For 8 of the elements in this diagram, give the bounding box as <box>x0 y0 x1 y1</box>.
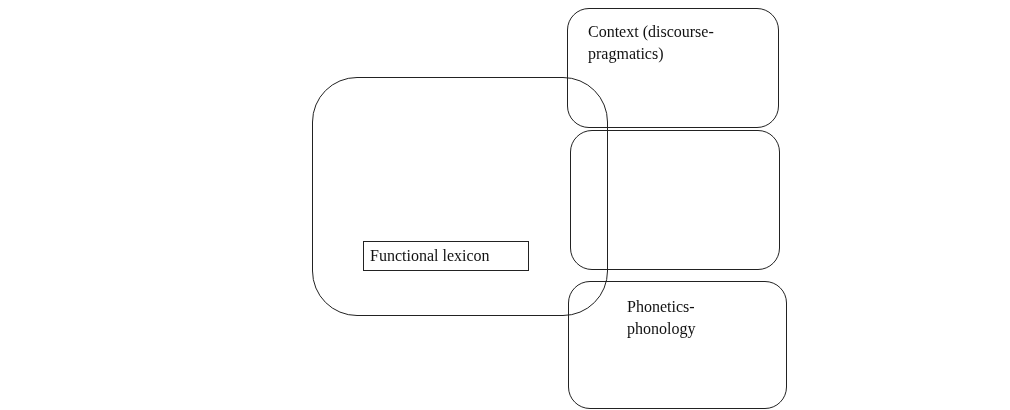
rounded-box <box>568 281 787 409</box>
rounded-box <box>570 130 780 270</box>
box-label: Phonetics-phonology <box>627 297 697 340</box>
rounded-box <box>312 77 608 316</box>
box-label: Context (discourse-pragmatics) <box>588 22 715 65</box>
box-label: Functional lexicon <box>370 246 491 266</box>
term-box <box>363 241 529 271</box>
rounded-box <box>567 8 779 128</box>
